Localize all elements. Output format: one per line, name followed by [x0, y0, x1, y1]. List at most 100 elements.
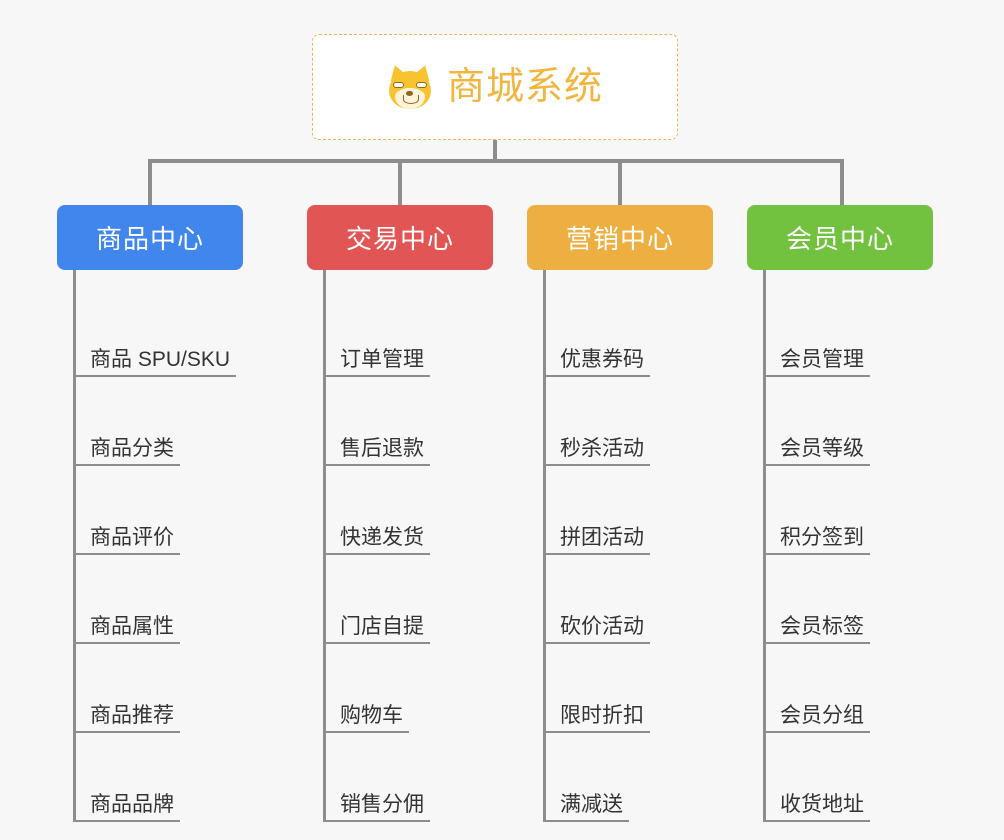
- leaf-node[interactable]: 门店自提: [323, 555, 537, 644]
- leaf-node-underline: [323, 464, 430, 466]
- leaf-node-underline: [543, 464, 650, 466]
- leaf-node-underline: [543, 553, 650, 555]
- leaf-node-label: 商品评价: [90, 525, 174, 549]
- category-header-4[interactable]: 会员中心: [747, 205, 933, 270]
- leaf-node[interactable]: 购物车: [323, 644, 537, 733]
- leaf-node-underline: [323, 553, 430, 555]
- leaf-node-label: 拼团活动: [560, 525, 644, 549]
- category-header-label: 交易中心: [345, 224, 454, 254]
- category-header-label: 商品中心: [95, 224, 204, 254]
- category-header-3[interactable]: 营销中心: [527, 205, 713, 270]
- leaf-node[interactable]: 销售分佣: [323, 733, 537, 822]
- branch-column-2: 交易中心订单管理售后退款快递发货门店自提购物车销售分佣: [307, 205, 537, 822]
- leaf-node-label: 积分签到: [780, 525, 864, 549]
- leaf-node-label: 快递发货: [340, 525, 424, 549]
- branch-spine: [73, 270, 76, 822]
- leaf-node-label: 会员分组: [780, 703, 864, 727]
- leaf-node-label: 会员管理: [780, 347, 864, 371]
- category-header-2[interactable]: 交易中心: [307, 205, 493, 270]
- connector-drop-2: [398, 159, 402, 207]
- leaf-node[interactable]: 售后退款: [323, 377, 537, 466]
- leaf-node[interactable]: 快递发货: [323, 466, 537, 555]
- connector-drop-1: [148, 159, 152, 207]
- leaf-node-underline: [763, 731, 870, 733]
- leaf-node-label: 商品属性: [90, 614, 174, 638]
- leaf-node-label: 优惠券码: [560, 347, 644, 371]
- leaf-node[interactable]: 积分签到: [763, 466, 977, 555]
- leaf-node-label: 门店自提: [340, 614, 424, 638]
- leaf-node-label: 商品分类: [90, 436, 174, 460]
- leaf-node-label: 商品 SPU/SKU: [90, 347, 231, 371]
- leaf-node-label: 满减送: [560, 792, 623, 816]
- leaf-node-label: 限时折扣: [560, 703, 644, 727]
- leaf-node-underline: [73, 375, 237, 377]
- connector-horizontal-bus: [148, 159, 844, 163]
- leaf-node[interactable]: 商品分类: [73, 377, 287, 466]
- category-header-label: 会员中心: [785, 224, 894, 254]
- leaf-node-underline: [543, 731, 650, 733]
- category-header-1[interactable]: 商品中心: [57, 205, 243, 270]
- leaf-node[interactable]: 砍价活动: [543, 555, 757, 644]
- leaf-node-underline: [73, 820, 180, 822]
- leaf-node-underline: [73, 642, 180, 644]
- leaf-node[interactable]: 秒杀活动: [543, 377, 757, 466]
- leaf-group: 优惠券码秒杀活动拼团活动砍价活动限时折扣满减送: [527, 270, 757, 822]
- leaf-node[interactable]: 收货地址: [763, 733, 977, 822]
- leaf-node-underline: [543, 820, 629, 822]
- leaf-node[interactable]: 会员管理: [763, 288, 977, 377]
- branch-spine: [543, 270, 546, 822]
- branch-spine: [763, 270, 766, 822]
- leaf-group: 订单管理售后退款快递发货门店自提购物车销售分佣: [307, 270, 537, 822]
- leaf-node-label: 销售分佣: [340, 792, 424, 816]
- leaf-node-label: 购物车: [340, 703, 403, 727]
- leaf-node-label: 秒杀活动: [560, 436, 644, 460]
- branch-column-3: 营销中心优惠券码秒杀活动拼团活动砍价活动限时折扣满减送: [527, 205, 757, 822]
- leaf-node[interactable]: 商品推荐: [73, 644, 287, 733]
- leaf-node[interactable]: 商品属性: [73, 555, 287, 644]
- leaf-node-label: 砍价活动: [560, 614, 644, 638]
- leaf-node-label: 会员标签: [780, 614, 864, 638]
- leaf-node-underline: [73, 464, 180, 466]
- branch-spine: [323, 270, 326, 822]
- root-title: 商城系统: [446, 66, 603, 108]
- leaf-node-underline: [543, 642, 650, 644]
- leaf-node[interactable]: 会员等级: [763, 377, 977, 466]
- leaf-node-underline: [73, 553, 180, 555]
- leaf-node-underline: [763, 820, 870, 822]
- leaf-node[interactable]: 商品品牌: [73, 733, 287, 822]
- leaf-node-underline: [323, 820, 430, 822]
- root-node[interactable]: 商城系统: [312, 34, 678, 140]
- leaf-node-underline: [763, 464, 870, 466]
- leaf-node[interactable]: 商品评价: [73, 466, 287, 555]
- leaf-node-underline: [763, 553, 870, 555]
- branch-column-1: 商品中心商品 SPU/SKU 商品分类商品评价商品属性商品推荐商品品牌: [57, 205, 287, 822]
- leaf-node-underline: [323, 375, 430, 377]
- leaf-node-label: 商品推荐: [90, 703, 174, 727]
- branch-column-4: 会员中心会员管理会员等级积分签到会员标签会员分组收货地址: [747, 205, 977, 822]
- leaf-node[interactable]: 优惠券码: [543, 288, 757, 377]
- leaf-node[interactable]: 拼团活动: [543, 466, 757, 555]
- leaf-node-label: 订单管理: [340, 347, 424, 371]
- leaf-node[interactable]: 商品 SPU/SKU: [73, 288, 287, 377]
- leaf-node-label: 商品品牌: [90, 792, 174, 816]
- leaf-node-underline: [543, 375, 650, 377]
- leaf-node[interactable]: 会员分组: [763, 644, 977, 733]
- leaf-node-label: 会员等级: [780, 436, 864, 460]
- connector-drop-3: [618, 159, 622, 207]
- connector-root-stem: [493, 140, 497, 162]
- leaf-node[interactable]: 满减送: [543, 733, 757, 822]
- leaf-node[interactable]: 限时折扣: [543, 644, 757, 733]
- leaf-node[interactable]: 会员标签: [763, 555, 977, 644]
- leaf-node-label: 收货地址: [780, 792, 864, 816]
- shiba-dog-icon: [386, 62, 434, 110]
- leaf-node-underline: [73, 731, 180, 733]
- leaf-group: 商品 SPU/SKU 商品分类商品评价商品属性商品推荐商品品牌: [57, 270, 287, 822]
- leaf-node[interactable]: 订单管理: [323, 288, 537, 377]
- category-header-label: 营销中心: [565, 224, 674, 254]
- leaf-node-label: 售后退款: [340, 436, 424, 460]
- connector-drop-4: [840, 159, 844, 207]
- leaf-node-underline: [323, 642, 430, 644]
- leaf-node-underline: [323, 731, 409, 733]
- leaf-group: 会员管理会员等级积分签到会员标签会员分组收货地址: [747, 270, 977, 822]
